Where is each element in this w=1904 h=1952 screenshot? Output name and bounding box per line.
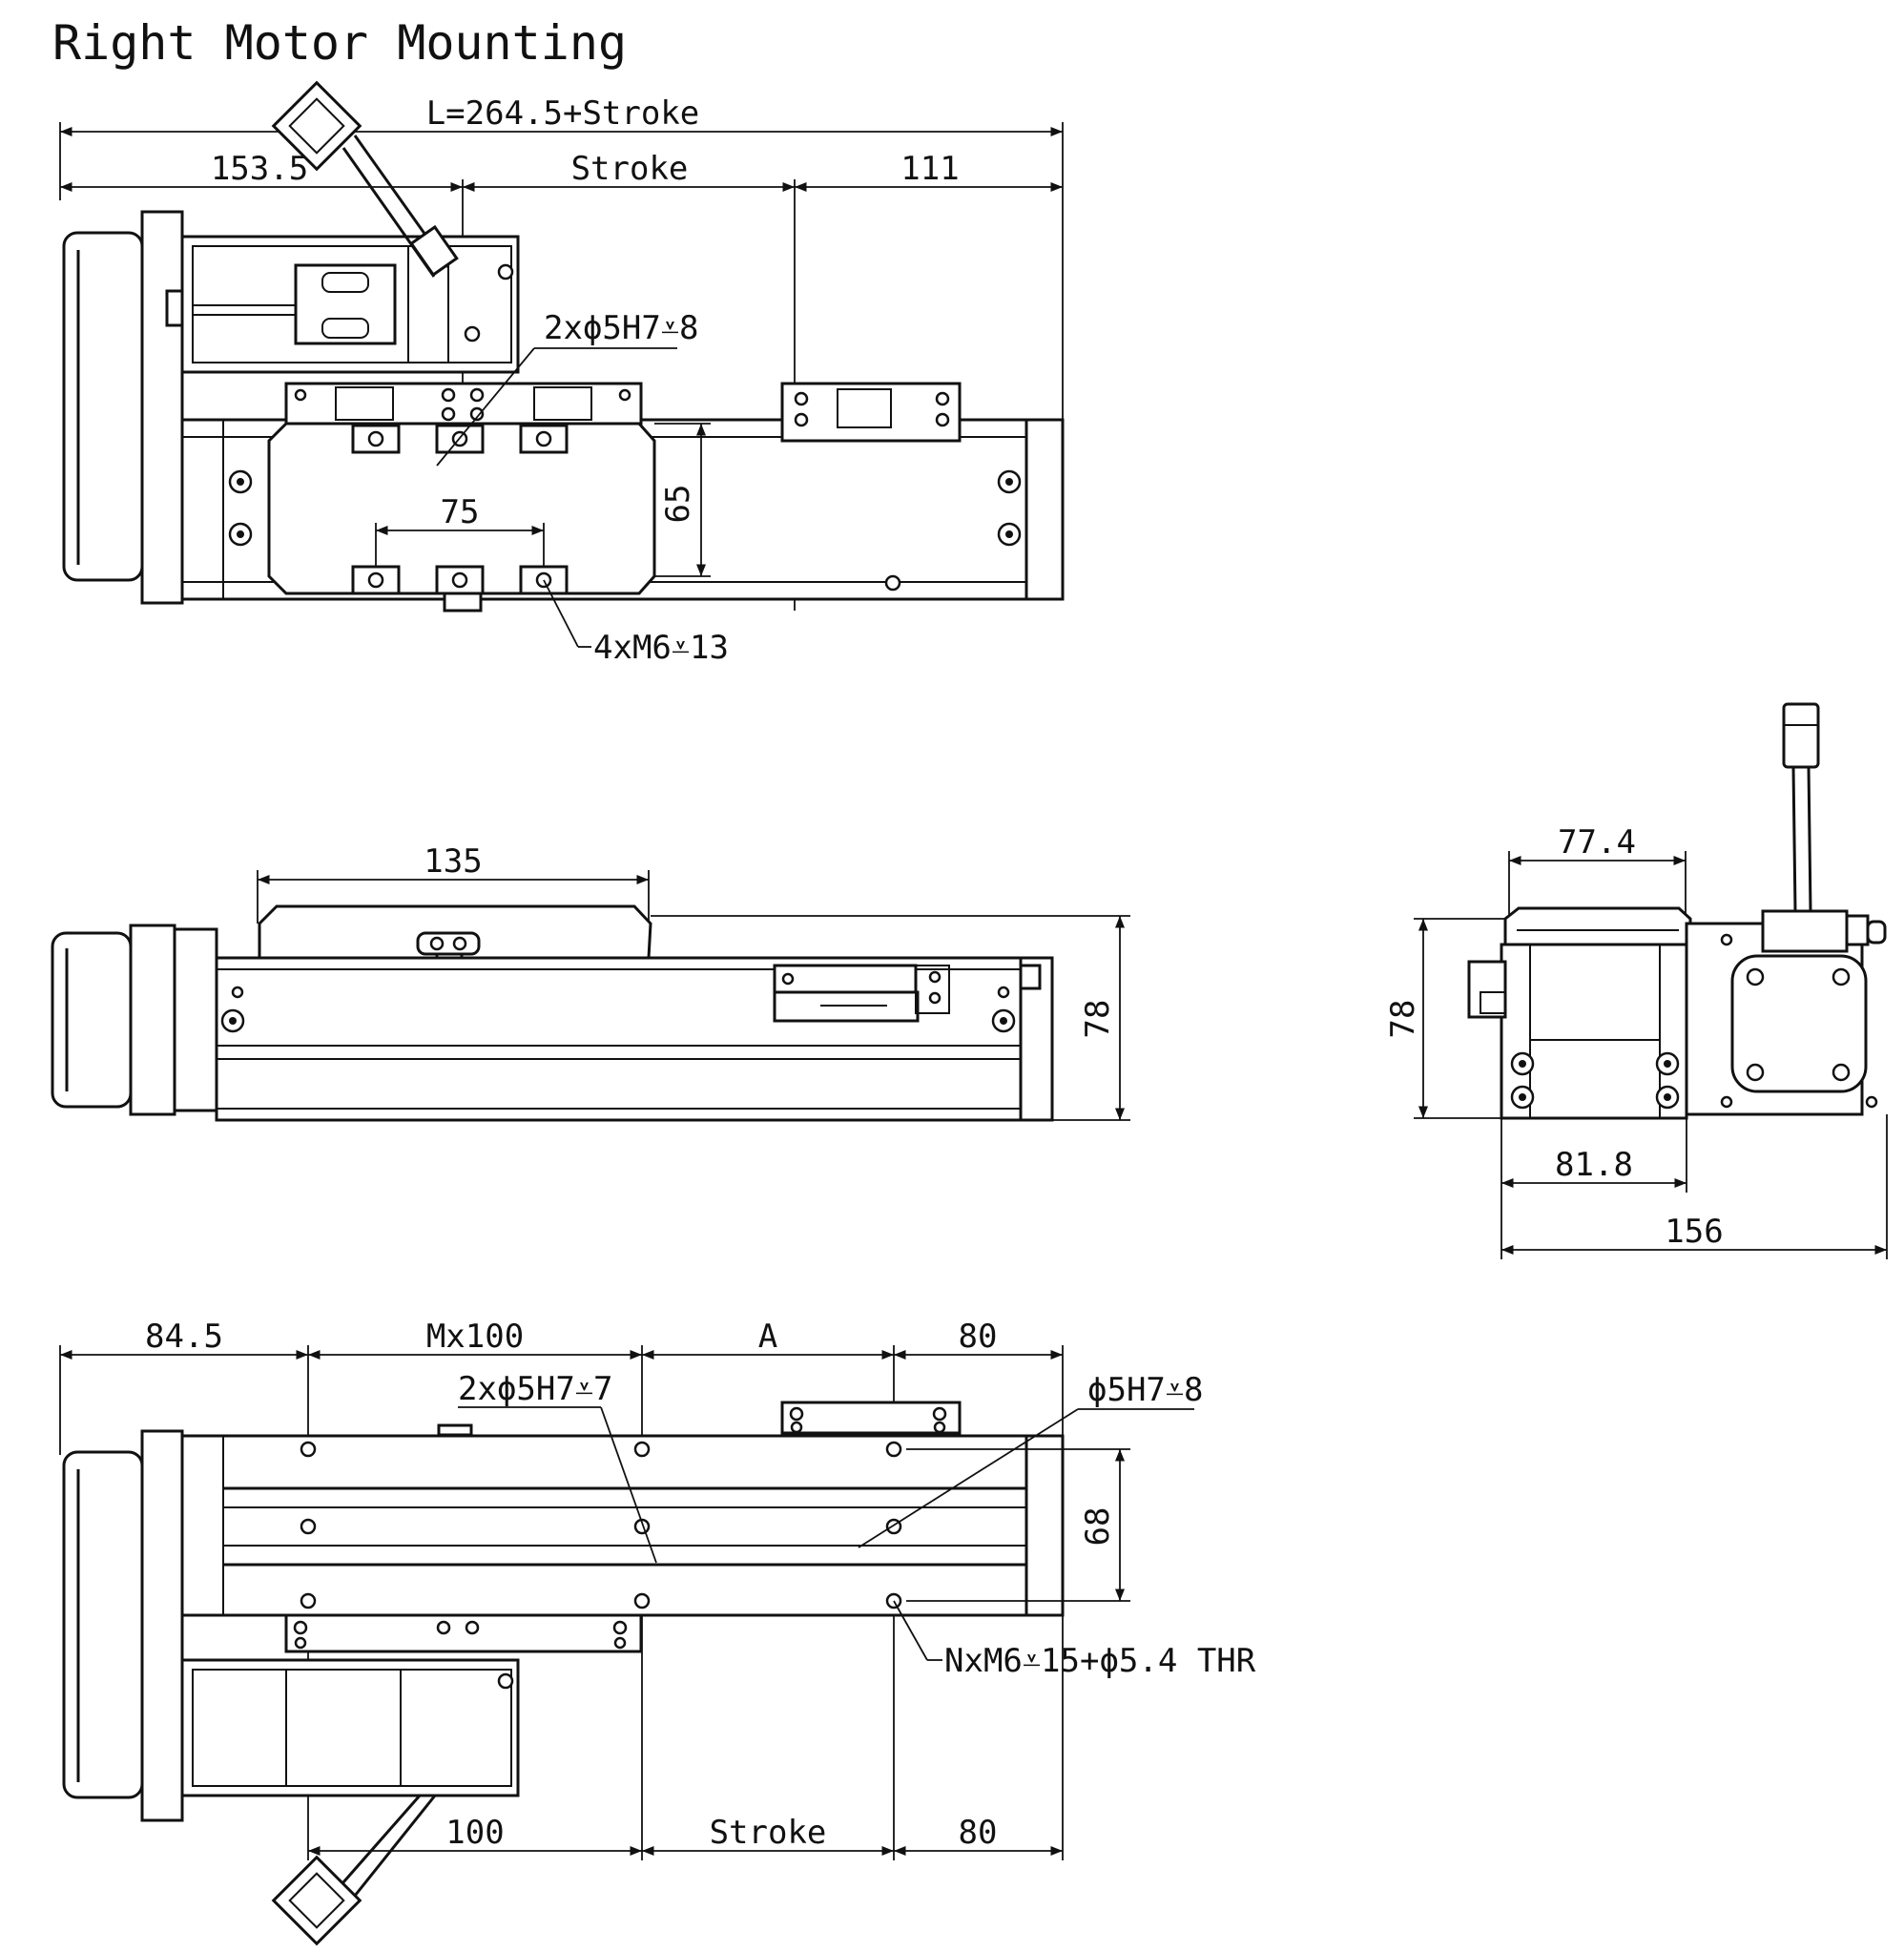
dim-stroke: Stroke [571, 150, 689, 188]
dim-side-height: 78 [1079, 1000, 1117, 1039]
dim-end-overall-width: 156 [1665, 1213, 1723, 1251]
callout-mount-holes: NxM6⩡15+ϕ5.4 THR [944, 1642, 1256, 1680]
bottom-view: 84.5 Mx100 A 80 [59, 1318, 1256, 1946]
dim-carriage-width: 65 [659, 485, 697, 524]
dim-right-offset: 111 [900, 150, 959, 188]
top-view: L=264.5+Stroke 153.5 Stroke 111 [59, 80, 1065, 667]
dim-hole-pitch: Mx100 [426, 1318, 524, 1356]
callout-pin-hole-right: ϕ5H7⩡8 [1087, 1371, 1204, 1409]
dim-bottom-right-offset: 80 [959, 1318, 998, 1356]
callout-pin-holes: 2xϕ5H7⩡8 [544, 309, 698, 347]
dim-side-carriage-length: 135 [424, 842, 482, 881]
callout-pin-holes-left: 2xϕ5H7⩡7 [458, 1370, 612, 1408]
dim-left-offset: 153.5 [211, 150, 308, 188]
dim-end-carriage-width: 77.4 [1558, 823, 1636, 862]
end-view: 77.4 [1384, 702, 1888, 1259]
dim-bottom-left-offset: 84.5 [145, 1318, 223, 1356]
dim-overall-length: L=264.5+Stroke [426, 94, 700, 133]
dim-bottom-80: 80 [959, 1814, 998, 1852]
callout-threaded-holes: 4xM6⩡13 [593, 629, 729, 667]
dim-end-height: 78 [1384, 1000, 1422, 1039]
dim-bottom-stroke: Stroke [710, 1814, 827, 1852]
dim-a: A [758, 1318, 777, 1356]
dim-carriage-hole-spacing: 75 [441, 493, 480, 531]
dim-row-spacing: 68 [1079, 1507, 1117, 1547]
drawing-title: Right Motor Mounting [52, 15, 627, 71]
side-view: 135 78 [51, 842, 1130, 1122]
dim-end-base-width: 81.8 [1555, 1146, 1633, 1184]
dim-bottom-100: 100 [445, 1814, 504, 1852]
